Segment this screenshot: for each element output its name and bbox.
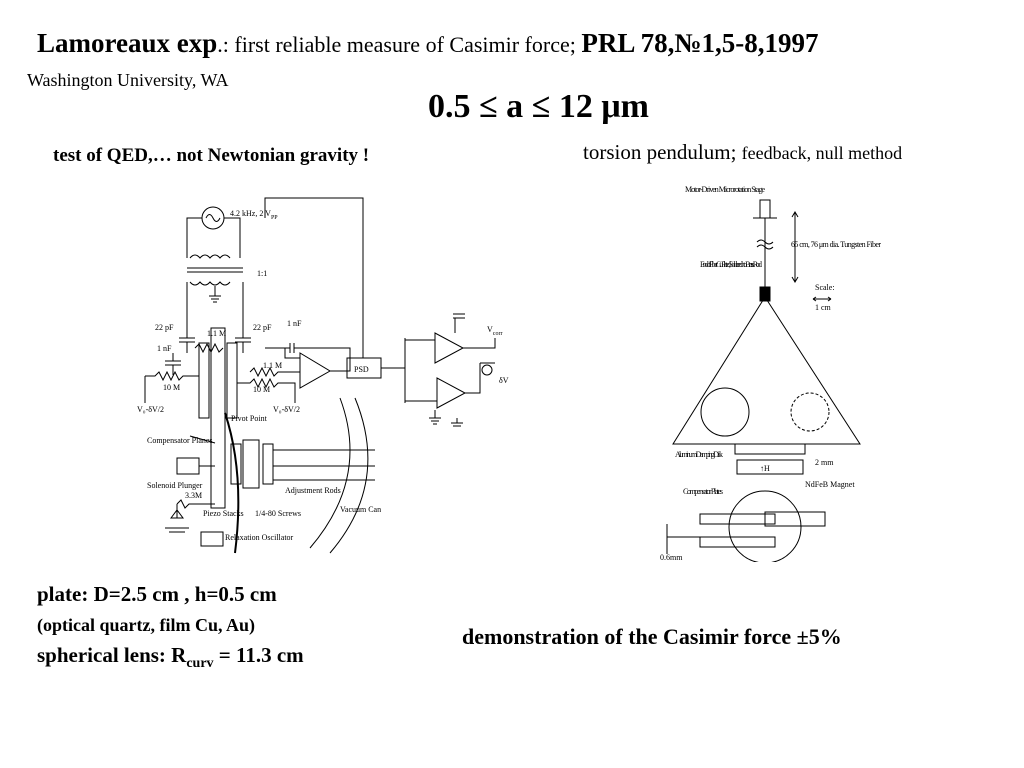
scale-value-label: 1 cm (815, 303, 832, 312)
comp-plates-label: Compensator Plates (683, 487, 723, 496)
gap-label: 2 mm (815, 458, 834, 467)
demonstration-note: demonstration of the Casimir force ±5% (462, 624, 842, 649)
circuit-diagram: 4.2 kHz, 2 VPP 1:1 22 pF 1.1 M 22 pF 1 n… (137, 197, 509, 554)
magnet-box (736, 459, 804, 475)
triangle-pendulum (672, 296, 861, 445)
scale-label: Scale: (815, 283, 835, 292)
source-label: 4.2 kHz, 2 VPP (230, 209, 278, 221)
res-10m-left-label: 10 M (163, 383, 180, 392)
title-description: first reliable measure of Casimir force; (228, 32, 582, 57)
stage-label: Motor-Driven Microrotation Stage (685, 185, 765, 194)
cap-right-label: 22 pF (253, 323, 272, 332)
rod-holder-left (230, 443, 242, 485)
pendulum-diagram: Motor-Driven Microrotation Stage 65 cm, … (660, 185, 881, 562)
v0-left-label: V₀-δV/2 (137, 405, 164, 414)
vacuum-label: Vacuum Can (340, 505, 381, 514)
pendulum-plate (210, 327, 226, 509)
ground-icon (165, 509, 189, 533)
plate-dimensions: plate: D=2.5 cm , h=0.5 cm (37, 582, 277, 606)
lens-circle (700, 387, 750, 437)
capacitor-plate-left (198, 342, 210, 419)
solenoid-box (176, 457, 200, 475)
solenoid-label: Solenoid Plunger (147, 481, 203, 490)
brass-rod (759, 286, 771, 302)
separation-range: 0.5 ≤ a ≤ 12 μm (428, 88, 649, 125)
comp-plate-top (699, 513, 776, 525)
comp-plate-bottom (699, 536, 776, 548)
title-reference: PRL 78,№1,5-8,1997 (581, 28, 819, 58)
cap-nf-right-label: 1 nF (287, 319, 302, 328)
v0-right-label: V₀-δV/2 (273, 405, 300, 414)
plate-material: (optical quartz, film Cu, Au) (37, 615, 255, 635)
dashed-circle (790, 392, 830, 432)
damping-disk (734, 443, 806, 455)
dv-source-icon (481, 364, 493, 376)
stage-block (759, 199, 771, 219)
lower-disk (728, 490, 802, 562)
torsion-note: torsion pendulum; feedback, null method (583, 140, 902, 165)
fiber-end-label: End of Fiber Cu Plated, Soldered into Br… (700, 260, 762, 269)
res-10m-right-label: 10 M (253, 385, 270, 394)
h-label: ↑H (760, 464, 770, 473)
lens-radius: spherical lens: Rcurv = 11.3 cm (37, 643, 304, 672)
comp-plate-right (764, 511, 826, 527)
slide-title: Lamoreaux exp.: first reliable measure o… (37, 28, 819, 59)
title-author: Lamoreaux exp (37, 28, 218, 58)
transformer-ratio: 1:1 (257, 269, 267, 278)
rod-holder-right (262, 443, 274, 485)
affiliation: Washington University, WA (27, 70, 229, 90)
op-amp-pair-icon (434, 332, 467, 409)
fiber-label: 65 cm, 76 μm dia. Tungsten Fiber (791, 240, 881, 249)
psd-label: PSD (354, 365, 369, 374)
relax-label: Relaxation Oscillator (225, 533, 294, 542)
screws-label: 1/4-80 Screws (255, 509, 301, 518)
lens-label: spherical lens: R (37, 643, 187, 667)
damping-label: Aluminum Damping Disk (675, 450, 723, 459)
comp-planes-label: Compensator Planes (147, 436, 213, 445)
rod-holder-mid (242, 439, 260, 489)
op-amp-icon (299, 352, 331, 389)
cap-nf-left-label: 1 nF (157, 344, 172, 353)
magnet-label: NdFeB Magnet (805, 480, 855, 489)
res-33m-label: 3.3M (185, 491, 202, 500)
transformer-primary (189, 254, 231, 259)
sine-icon (205, 214, 221, 222)
vacuum-can-icon (309, 397, 369, 554)
res-top-label: 1.1 M (207, 329, 226, 338)
transformer-secondary (189, 281, 231, 286)
qed-note: test of QED,… not Newtonian gravity ! (53, 145, 370, 166)
relax-osc-box (200, 531, 224, 547)
res-mid-label: 1.1 M (263, 361, 282, 370)
spacing-label: 0.6mm (660, 553, 683, 562)
scale-arrow-icon (812, 296, 832, 302)
lens-value: = 11.3 cm (213, 643, 304, 667)
capacitor-plate-right (226, 342, 238, 419)
pivot-label: Pivot Point (231, 414, 268, 423)
dv-label: δV (499, 376, 509, 385)
lens-subscript: curv (186, 656, 214, 672)
vcorr-label: Vcorr (487, 325, 502, 337)
cap-left-label: 22 pF (155, 323, 174, 332)
title-separator: .: (217, 32, 229, 57)
torsion-main: torsion pendulum; (583, 140, 742, 164)
adj-rods-label: Adjustment Rods (285, 486, 341, 495)
torsion-method: feedback, null method (741, 143, 903, 163)
piezo-label: Piezo Stacks (203, 509, 244, 518)
